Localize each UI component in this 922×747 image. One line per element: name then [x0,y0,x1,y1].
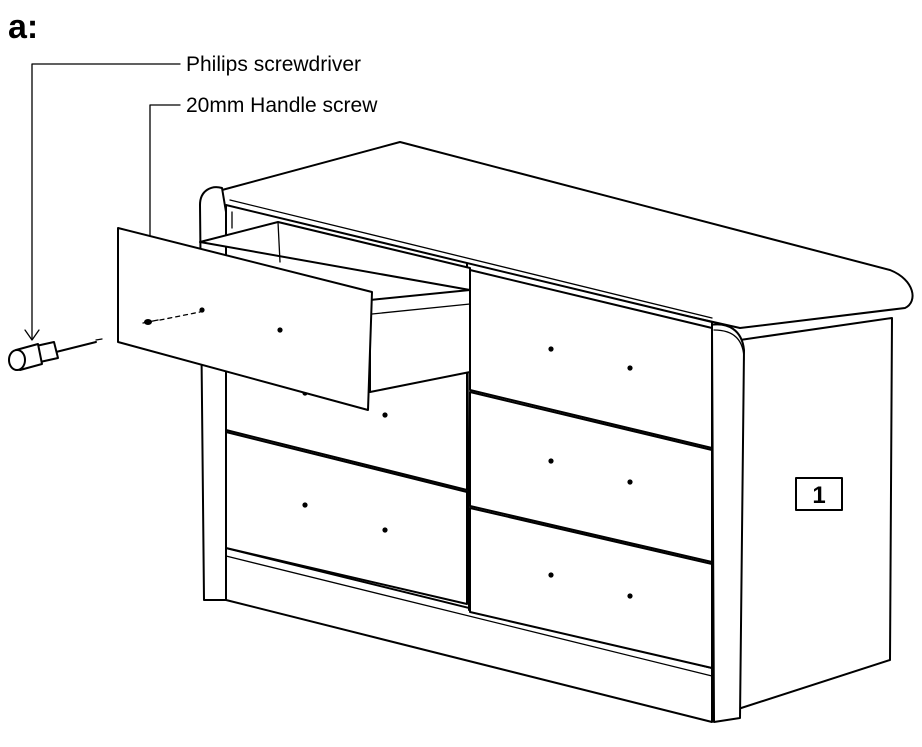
cabinet-right-post [709,323,745,723]
cabinet-top [221,141,914,329]
open-drawer-front [117,227,373,411]
part-number-box [795,477,843,511]
screwdriver-tip [95,338,103,341]
screwdriver-leader-arrow [24,329,40,341]
part-number-badge: 1 [795,477,843,511]
screwdriver-shaft [55,341,97,353]
screw-label: 20mm Handle screw [186,94,378,117]
screw-icon [142,311,201,325]
open-drawer-inner-corner [277,221,281,263]
open-drawer-side-top [371,303,471,315]
right-post-curve [713,329,745,361]
knob-left-bottom-2 [382,527,388,533]
screwdriver-label: Philips screwdriver [186,53,361,76]
knob-left-bottom-1 [302,502,308,508]
knob-right-top-2 [627,365,633,371]
knob-left-middle-2 [382,412,388,418]
knob-right-middle-1 [548,458,554,464]
knob-right-top-1 [548,346,554,352]
knob-right-bottom-1 [548,572,554,578]
drawer-right-middle [469,391,713,563]
open-drawer-hole-1 [199,307,205,313]
knob-right-middle-2 [627,479,633,485]
base-rail-edge [225,555,713,677]
screwdriver-icon [8,338,103,371]
drawer-right-bottom [469,507,713,669]
screwdriver-leader-line [31,63,181,339]
screw-head [144,319,152,325]
knob-right-bottom-2 [627,593,633,599]
step-label: a: [8,8,38,46]
cabinet-right-side [734,317,893,711]
open-drawer-back [199,221,471,291]
screwdriver-handle-end [8,349,26,371]
open-drawer-knob [277,327,283,333]
screwdriver-callout: Philips screwdriver [24,53,361,341]
dresser-illustration [117,141,914,723]
screw-insert-path [159,311,201,321]
part-number: 1 [812,482,825,509]
top-inner-rail [229,199,713,319]
drawer-left-bottom [225,431,468,605]
